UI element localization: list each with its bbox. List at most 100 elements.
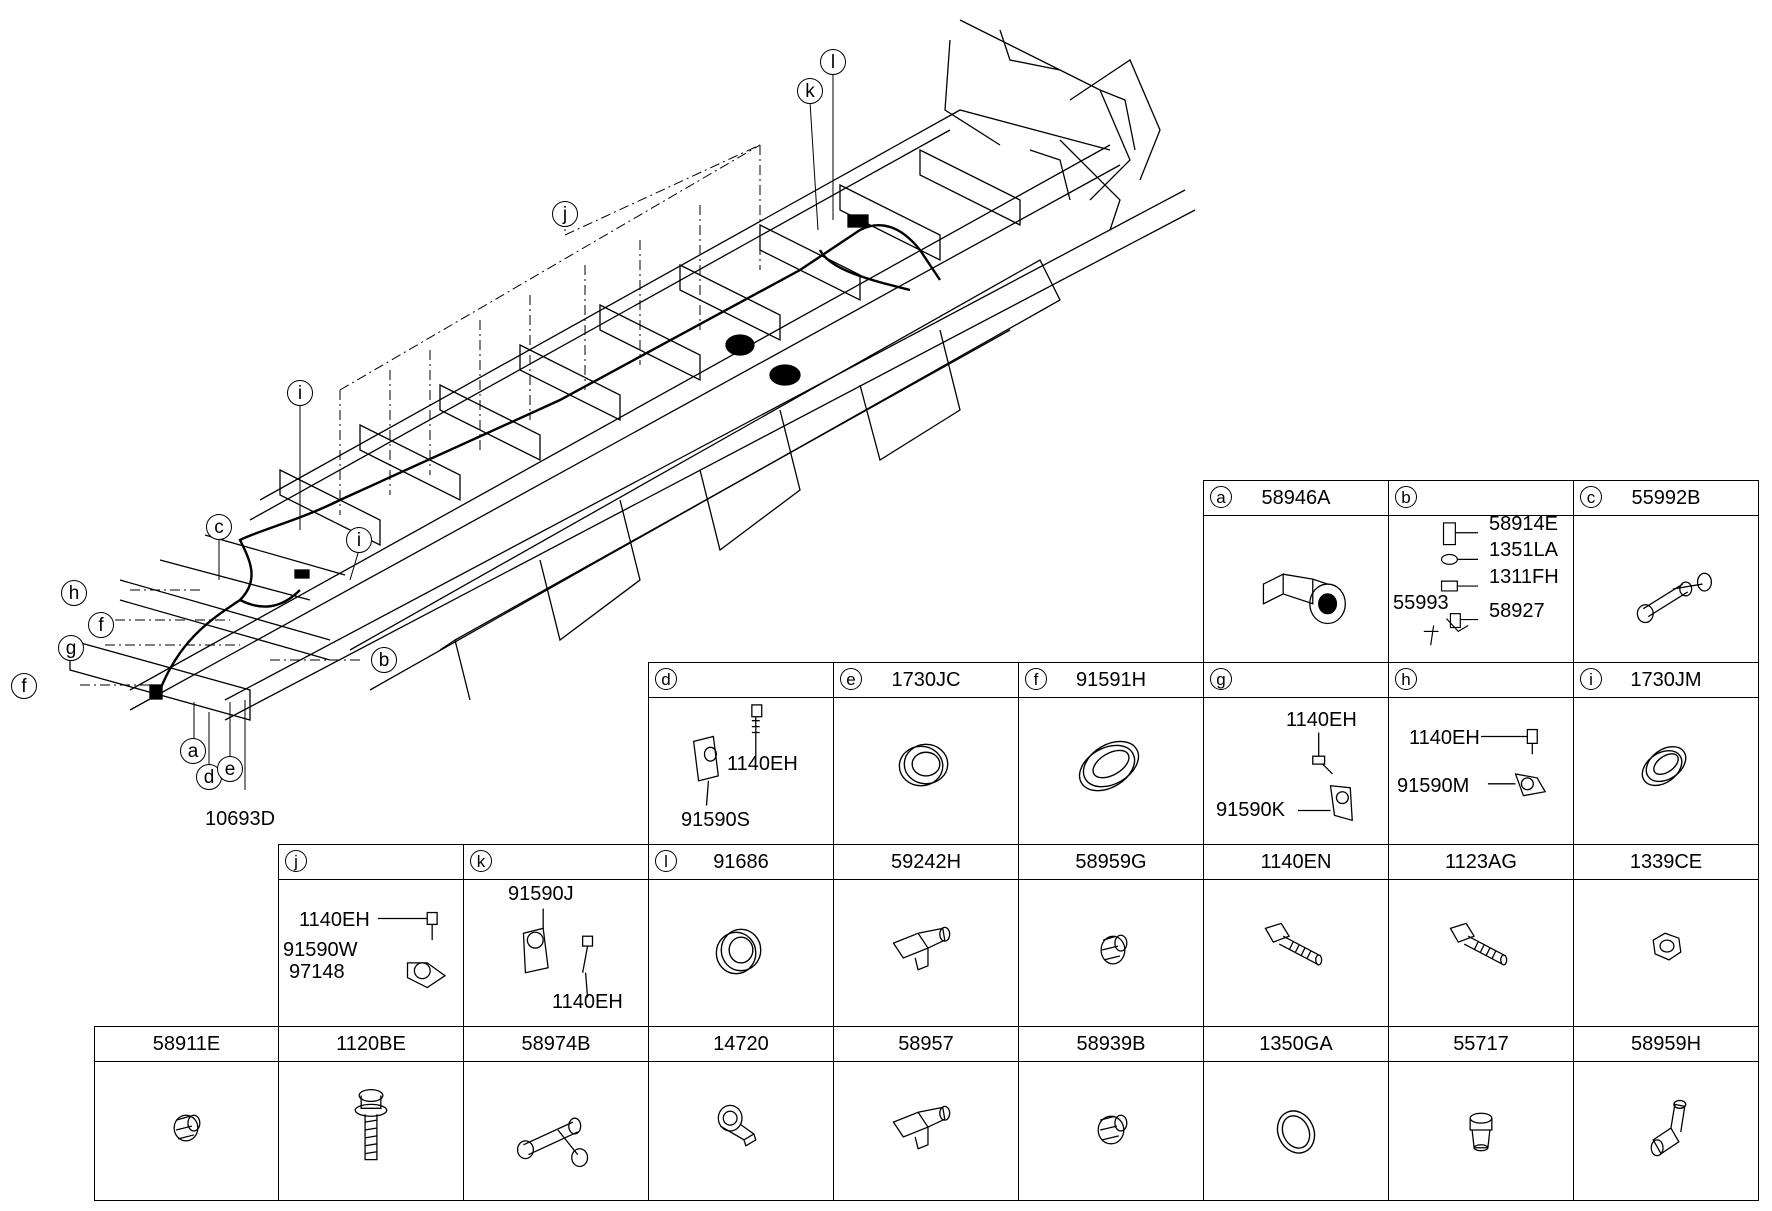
tee-fitting-icon (516, 1117, 589, 1168)
pipe-clip-icon (717, 1104, 757, 1147)
part-label: 58914E (1489, 513, 1558, 535)
plug-fitting-icon (173, 1114, 201, 1142)
callout-l: l (820, 49, 846, 75)
cell-letter: g (1210, 668, 1232, 690)
part-number: 58939B (1076, 1033, 1146, 1055)
cell-letter: a (1210, 486, 1232, 508)
part-number: 55992B (1631, 487, 1701, 509)
wiring-harness (158, 223, 941, 691)
parts-cell-1120BE: 1120BE (278, 1026, 464, 1201)
part-label: 1140EH (1286, 709, 1357, 731)
callout-k: k (797, 78, 823, 104)
callout-f-upper: f (88, 612, 114, 638)
harness-connectors (149, 214, 869, 700)
part-label: 1351LA (1489, 539, 1558, 561)
flange-bolt-icon (354, 1088, 388, 1161)
part-number: 59242H (890, 851, 962, 873)
callout-e: e (217, 756, 243, 782)
bolt-icon (1264, 922, 1323, 966)
plug-fitting-icon (1100, 934, 1128, 965)
frame-rails (129, 109, 1196, 721)
callout-leaders (80, 144, 761, 686)
washer-icon (1276, 1110, 1316, 1154)
parts-cell-58939B: 58939B (1018, 1026, 1204, 1201)
part-number: 58911E (152, 1033, 221, 1055)
cell-letter: h (1395, 668, 1417, 690)
grommet-icon (715, 928, 762, 975)
callout-f-lower: f (11, 673, 37, 699)
part-number: 1730JM (1630, 669, 1702, 691)
nut-fitting-icon (1469, 1112, 1493, 1152)
cell-letter: k (470, 850, 492, 872)
callout-g: g (58, 635, 84, 661)
part-label: 91590M (1397, 775, 1470, 797)
callout-c: c (206, 514, 232, 540)
part-label: 58927 (1489, 600, 1545, 622)
parts-cell-j: j 1140EH 91590W 97148 (278, 844, 464, 1027)
part-label: 1311FH (1489, 566, 1559, 588)
part-number: 1350GA (1259, 1033, 1333, 1055)
parts-cell-14720: 14720 (648, 1026, 834, 1201)
parts-cell-f: f 91591H (1018, 662, 1204, 845)
nut-icon (1652, 932, 1682, 961)
fitting-set-icon (1423, 522, 1479, 646)
elbow-fitting-icon (892, 926, 951, 971)
cell-letter: b (1395, 486, 1417, 508)
part-number: 58974B (521, 1033, 591, 1055)
clip-bolt-icon (692, 704, 763, 806)
part-number: 1730JC (891, 669, 961, 691)
parts-cell-55717: 55717 (1388, 1026, 1574, 1201)
parts-cell-1140EN: 1140EN (1203, 844, 1389, 1027)
part-label: 91590K (1216, 799, 1285, 821)
cell-letter: c (1580, 486, 1602, 508)
cell-letter: i (1580, 668, 1602, 690)
parts-cell-1123AG: 1123AG (1388, 844, 1574, 1027)
parts-cell-l: l 91686 (648, 844, 834, 1027)
cell-letter: d (655, 668, 677, 690)
callout-d: d (196, 764, 222, 790)
elbow-fitting-icon (1650, 1099, 1687, 1157)
cell-letter: j (285, 850, 307, 872)
parts-cell-b: b 58914E 1351LA 1311FH 55993 58927 (1388, 480, 1574, 663)
part-label: 97148 (289, 961, 345, 983)
parts-cell-i: i 1730JM (1573, 662, 1759, 845)
part-label: 91590S (681, 809, 750, 831)
callout-h: h (61, 580, 87, 606)
callout-b: b (371, 647, 397, 673)
callout-i: i (287, 380, 313, 406)
tee-fitting-icon (1636, 572, 1713, 624)
grommet-icon (898, 743, 949, 787)
part-number: 58959H (1630, 1033, 1702, 1055)
part-number: 58946A (1261, 487, 1331, 509)
part-number: 1120BE (336, 1033, 406, 1055)
parts-cell-1350GA: 1350GA (1203, 1026, 1389, 1201)
part-number: 58959G (1075, 851, 1147, 873)
part-label: 91590J (508, 883, 574, 905)
cell-letter: e (840, 668, 862, 690)
parts-cell-58959G: 58959G (1018, 844, 1204, 1027)
bolt-icon (1449, 922, 1508, 966)
part-number: 55717 (1453, 1033, 1509, 1055)
frame-part-label: 10693D (205, 808, 276, 830)
parts-cell-d: d 1140EH 91590S (648, 662, 834, 845)
parts-cell-58911E: 58911E (94, 1026, 279, 1201)
parts-cell-1339CE: 1339CE (1573, 844, 1759, 1027)
frame-crossmembers (69, 148, 1021, 721)
cell-letter: f (1025, 668, 1047, 690)
cell-letter: l (655, 850, 677, 872)
part-number: 1339CE (1629, 851, 1703, 873)
part-number: 91591H (1075, 669, 1147, 691)
part-label: 1140EH (1409, 727, 1480, 749)
part-number: 58957 (898, 1033, 954, 1055)
part-number: 14720 (713, 1033, 769, 1055)
clip-bolt-icon (377, 911, 447, 989)
parts-cell-h: h 1140EH 91590M (1388, 662, 1574, 845)
plug-fitting-icon (1097, 1114, 1128, 1145)
parts-cell-58959H: 58959H (1573, 1026, 1759, 1201)
parts-cell-k: k 91590J 1140EH (463, 844, 649, 1027)
part-label: 1140EH (552, 991, 623, 1013)
callout-i-lower: i (346, 527, 372, 553)
parts-cell-59242H: 59242H (833, 844, 1019, 1027)
part-label: 91590W (283, 939, 358, 961)
